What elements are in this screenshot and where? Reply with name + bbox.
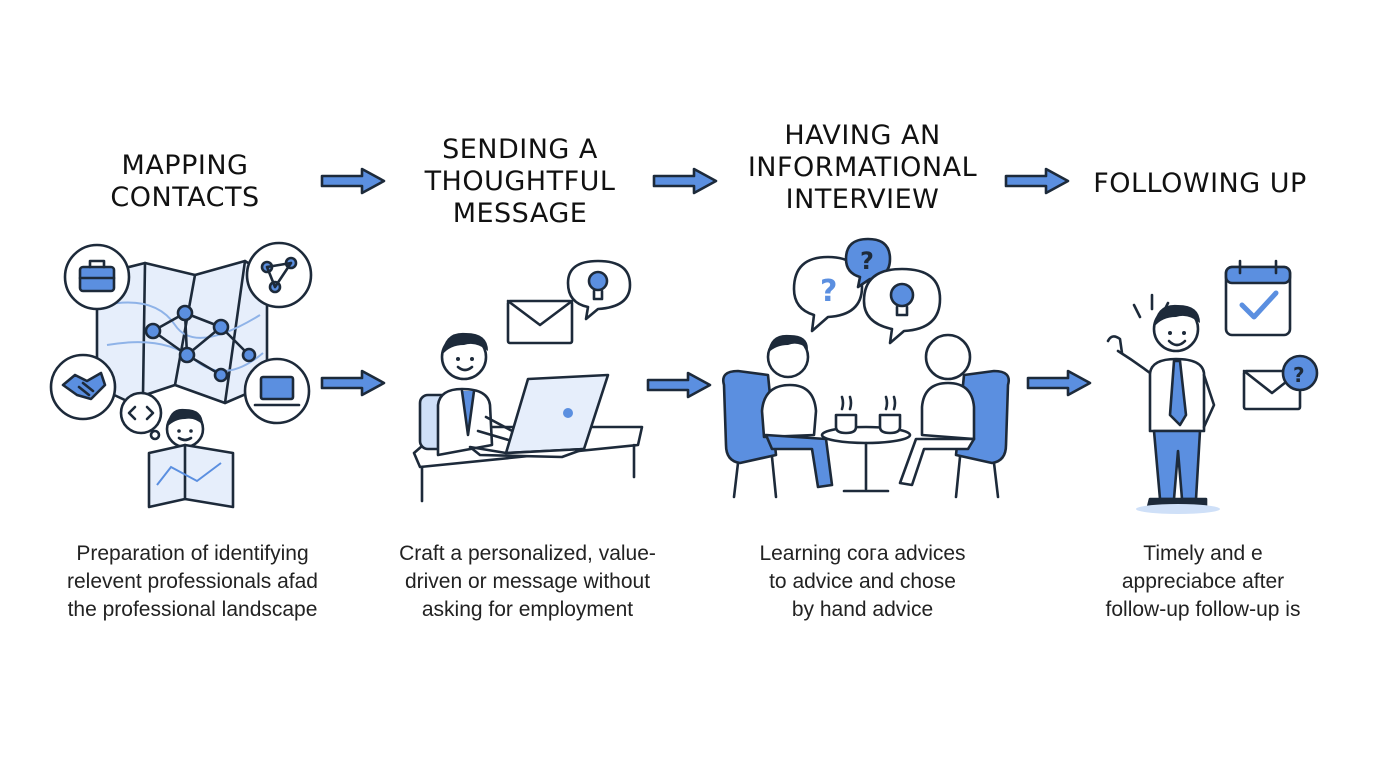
svg-text:?: ? — [860, 247, 874, 275]
person-icon — [165, 408, 205, 449]
step-4-title: FOLLOWING UP — [1093, 168, 1307, 199]
step-1-description: Preparation of identifying relevent prof… — [67, 542, 318, 621]
interview-illustration: ? ? — [722, 237, 1010, 499]
arrow-right-icon — [320, 369, 386, 397]
person-icon — [760, 334, 834, 489]
laptop-icon — [243, 357, 311, 425]
handshake-icon — [49, 353, 117, 421]
arrow-right-icon — [1004, 167, 1070, 195]
mapping-contacts-illustration — [49, 241, 313, 509]
briefcase-icon — [63, 243, 131, 311]
person-icon — [436, 332, 518, 457]
envelope-icon — [506, 299, 574, 345]
lightbulb-icon — [566, 259, 632, 321]
network-icon — [245, 241, 313, 309]
armchair-icon — [722, 369, 778, 499]
sending-message-illustration — [412, 259, 644, 503]
step-3-title: HAVING AN INFORMATIONAL INTERVIEW — [747, 120, 978, 215]
lightbulb-icon — [862, 267, 942, 345]
svg-text:?: ? — [820, 274, 837, 309]
thought-code-icon — [119, 391, 163, 441]
coffee-cup-icon — [834, 395, 858, 435]
question-bubble-icon: ? ? — [792, 237, 892, 333]
following-up-illustration: ? — [1106, 259, 1319, 514]
arrow-right-icon — [320, 167, 386, 195]
svg-text:?: ? — [1293, 363, 1305, 387]
step-4-description: Timely and e appreciabce after follow-up… — [1105, 542, 1301, 621]
step-2-description: Craft a personalized, value- driven or m… — [399, 542, 656, 621]
step-3-description: Learning coгa advices to advice and chos… — [759, 542, 966, 621]
envelope-question-icon: ? — [1242, 354, 1319, 411]
waving-person-icon — [1106, 293, 1220, 514]
held-map-icon — [147, 443, 235, 509]
table-icon — [820, 425, 912, 493]
person-silhouette-icon — [898, 333, 976, 487]
step-1-title: MAPPING CONTACTS — [110, 150, 260, 213]
calendar-check-icon — [1224, 259, 1292, 337]
step-2-title: SENDING A THOUGHTFUL MESSAGE — [424, 134, 616, 229]
laptop-icon — [468, 373, 610, 459]
arrow-right-icon — [1026, 369, 1092, 397]
map-icon — [95, 259, 269, 405]
arrow-right-icon — [652, 167, 718, 195]
coffee-cup-icon — [878, 395, 902, 435]
arrow-right-icon — [646, 371, 712, 399]
